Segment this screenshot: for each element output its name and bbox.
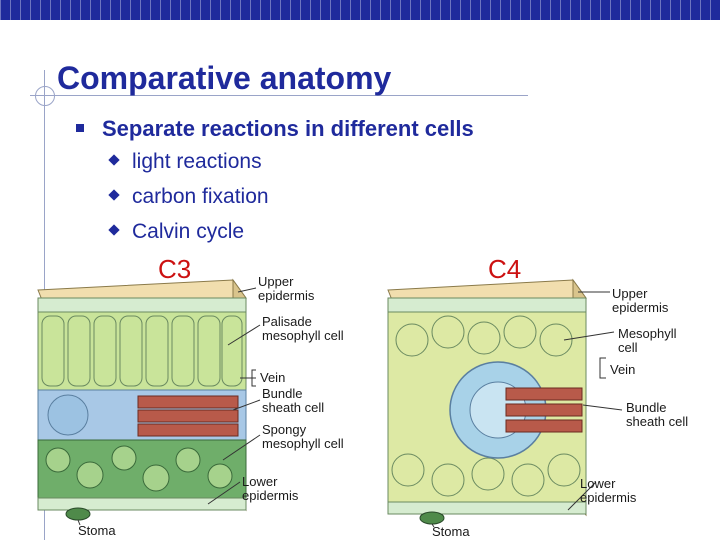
- c3-label-bundle-1: Bundle: [262, 386, 302, 401]
- sub-bullet-text: light reactions: [132, 150, 262, 173]
- sub-bullet-3: Calvin cycle: [108, 220, 245, 244]
- c4-label-mesophyll-1: Mesophyll: [618, 326, 677, 341]
- diamond-bullet-icon: [108, 189, 120, 202]
- c4-label-mesophyll-2: cell: [618, 340, 638, 355]
- c4-label-upper-epidermis-1: Upper: [612, 286, 648, 301]
- c3-label-palisade-2: mesophyll cell: [262, 328, 344, 343]
- c3-vein-bracket: [251, 369, 256, 387]
- sub-bullet-1: light reactions: [108, 150, 262, 174]
- c3-heading: C3: [158, 254, 192, 284]
- c4-vein: [505, 387, 583, 433]
- diamond-bullet-icon: [108, 154, 120, 167]
- c3-label-upper-epidermis-2: epidermis: [258, 288, 315, 303]
- c3-label-bundle-2: sheath cell: [262, 400, 324, 415]
- c3-label-palisade-1: Palisade: [262, 314, 312, 329]
- diamond-bullet-icon: [108, 224, 120, 237]
- c4-upper-epidermis-layer: [387, 297, 587, 313]
- c4-leaf-diagram: Upper epidermis Mesophyll cell Vein Bund…: [387, 278, 688, 539]
- c4-label-lower-epidermis-2: epidermis: [580, 490, 637, 505]
- c4-mesophyll-cells: [391, 315, 581, 497]
- c4-label-stoma: Stoma: [432, 524, 470, 539]
- c4-lower-epidermis-layer: [387, 501, 587, 515]
- sub-bullet-text: carbon fixation: [132, 185, 269, 208]
- square-bullet-icon: [76, 124, 84, 133]
- c3-label-lower-epidermis-1: Lower: [242, 474, 278, 489]
- crosshair-icon: [35, 86, 55, 106]
- c3-leader-lines: [77, 287, 261, 526]
- c3-palisade-cells: [41, 315, 243, 387]
- c4-leader-lines: [431, 291, 623, 528]
- sub-bullet-2: carbon fixation: [108, 185, 269, 209]
- c3-stoma-shape: [65, 507, 91, 521]
- c3-label-stoma: Stoma: [78, 523, 116, 538]
- c3-label-spongy-2: mesophyll cell: [262, 436, 344, 451]
- c3-label-spongy-1: Spongy: [262, 422, 307, 437]
- slide-title: Comparative anatomy: [57, 60, 392, 96]
- c4-label-bundle-1: Bundle: [626, 400, 666, 415]
- c3-label-lower-epidermis-2: epidermis: [242, 488, 299, 503]
- c3-upper-epidermis-layer: [37, 297, 247, 313]
- c3-lower-epidermis-layer: [37, 497, 247, 511]
- banner-pattern: [0, 0, 720, 20]
- c4-heading: C4: [488, 254, 522, 284]
- c4-label-bundle-2: sheath cell: [626, 414, 688, 429]
- decor-horizontal-line: [30, 95, 528, 96]
- c4-vein-bracket: [599, 357, 606, 379]
- c4-label-lower-epidermis-1: Lower: [580, 476, 616, 491]
- main-bullet: Separate reactions in different cells: [76, 116, 474, 142]
- main-bullet-text: Separate reactions in different cells: [102, 116, 474, 141]
- c4-stoma-shape: [419, 511, 445, 525]
- c3-spongy-cells: [45, 445, 233, 492]
- c3-vein: [47, 394, 239, 437]
- c4-label-vein: Vein: [610, 362, 635, 377]
- c3-label-upper-epidermis-1: Upper: [258, 274, 294, 289]
- sub-bullet-text: Calvin cycle: [132, 220, 245, 243]
- c3-leaf-diagram: Upper epidermis Palisade mesophyll cell …: [37, 274, 344, 538]
- top-banner: [0, 0, 720, 20]
- c3-label-vein: Vein: [260, 370, 285, 385]
- c4-label-upper-epidermis-2: epidermis: [612, 300, 669, 315]
